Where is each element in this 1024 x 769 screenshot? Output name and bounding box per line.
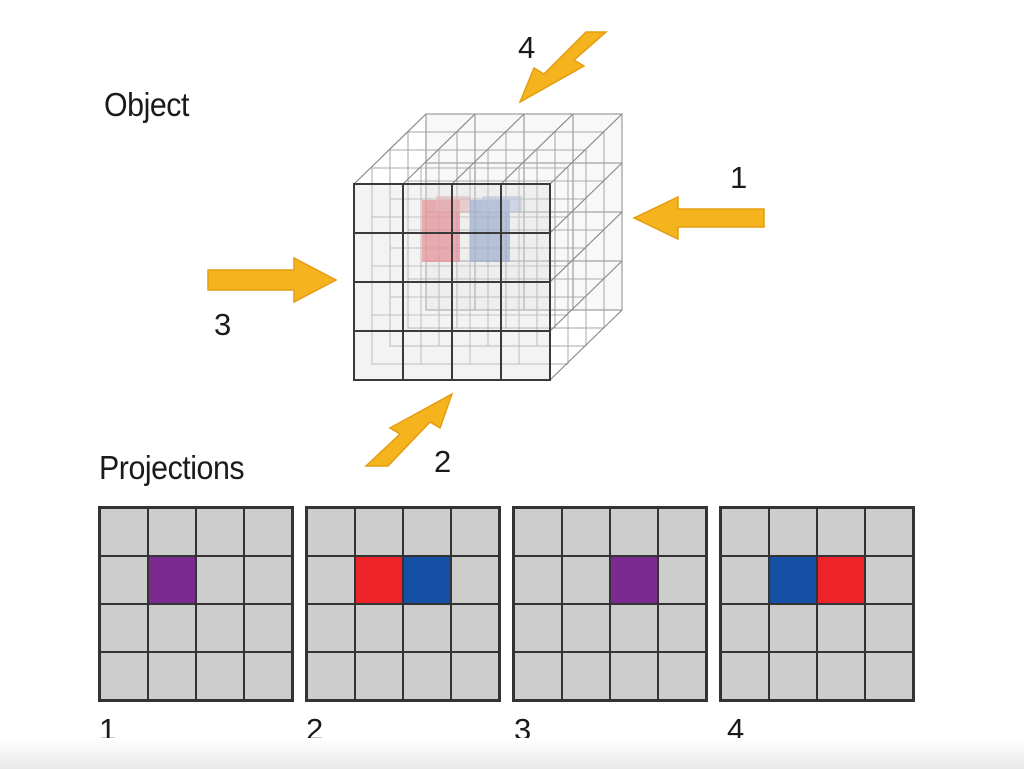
grid-cell	[865, 556, 913, 604]
grid-cell	[148, 652, 196, 700]
grid-cell	[865, 508, 913, 556]
object-title: Object	[104, 86, 189, 123]
highlighted-cell	[610, 556, 658, 604]
grid-cell	[769, 508, 817, 556]
grid-cell	[244, 508, 292, 556]
arrow-2-label: 2	[434, 444, 451, 479]
highlighted-cell	[148, 556, 196, 604]
grid-cell	[148, 508, 196, 556]
grid-cell	[658, 652, 706, 700]
grid-cell	[403, 652, 451, 700]
grid-cell	[514, 508, 562, 556]
grid-cell	[610, 604, 658, 652]
grid-cell	[451, 508, 499, 556]
grid-cell	[562, 556, 610, 604]
projection-grid-4	[719, 506, 915, 702]
grid-cell	[451, 604, 499, 652]
grid-cell	[196, 508, 244, 556]
grid-cell	[244, 604, 292, 652]
projections-title: Projections	[99, 449, 245, 486]
grid-cell	[514, 556, 562, 604]
arrow-4-label: 4	[518, 30, 535, 65]
grid-cell	[148, 604, 196, 652]
projection-grid-1	[98, 506, 294, 702]
highlighted-cell	[769, 556, 817, 604]
grid-cell	[514, 604, 562, 652]
grid-cell	[307, 556, 355, 604]
grid-cell	[100, 604, 148, 652]
grid-cell	[355, 508, 403, 556]
grid-cell	[562, 508, 610, 556]
grid-cell	[769, 604, 817, 652]
arrow-1-label: 1	[730, 160, 747, 195]
projection-grid-2	[305, 506, 501, 702]
grid-cell	[100, 508, 148, 556]
object-cube	[353, 113, 623, 381]
arrow-1-icon	[632, 195, 765, 241]
grid-cell	[355, 652, 403, 700]
grid-cell	[100, 652, 148, 700]
grid-cell	[658, 508, 706, 556]
grid-cell	[610, 652, 658, 700]
grid-cell	[817, 604, 865, 652]
grid-cell	[865, 652, 913, 700]
highlighted-cell	[403, 556, 451, 604]
grid-cell	[451, 652, 499, 700]
projection-grid-3	[512, 506, 708, 702]
grid-cell	[562, 604, 610, 652]
arrow-4-icon	[518, 31, 608, 104]
grid-cell	[658, 604, 706, 652]
grid-cell	[562, 652, 610, 700]
grid-cell	[244, 652, 292, 700]
grid-cell	[403, 604, 451, 652]
grid-cell	[817, 508, 865, 556]
grid-cell	[244, 556, 292, 604]
grid-cell	[721, 556, 769, 604]
grid-cell	[721, 508, 769, 556]
grid-cell	[658, 556, 706, 604]
grid-cell	[721, 652, 769, 700]
grid-cell	[769, 652, 817, 700]
arrow-3-label: 3	[214, 307, 231, 342]
grid-cell	[196, 652, 244, 700]
grid-cell	[355, 604, 403, 652]
grid-cell	[865, 604, 913, 652]
grid-cell	[307, 604, 355, 652]
grid-cell	[196, 604, 244, 652]
highlighted-cell	[817, 556, 865, 604]
grid-cell	[817, 652, 865, 700]
arrow-3-icon	[207, 256, 338, 304]
grid-cell	[721, 604, 769, 652]
bottom-fade	[0, 738, 1024, 769]
grid-cell	[307, 652, 355, 700]
highlighted-cell	[355, 556, 403, 604]
grid-cell	[100, 556, 148, 604]
grid-cell	[307, 508, 355, 556]
grid-cell	[610, 508, 658, 556]
grid-cell	[451, 556, 499, 604]
grid-cell	[196, 556, 244, 604]
arrow-2-icon	[364, 392, 454, 467]
grid-cell	[514, 652, 562, 700]
grid-cell	[403, 508, 451, 556]
